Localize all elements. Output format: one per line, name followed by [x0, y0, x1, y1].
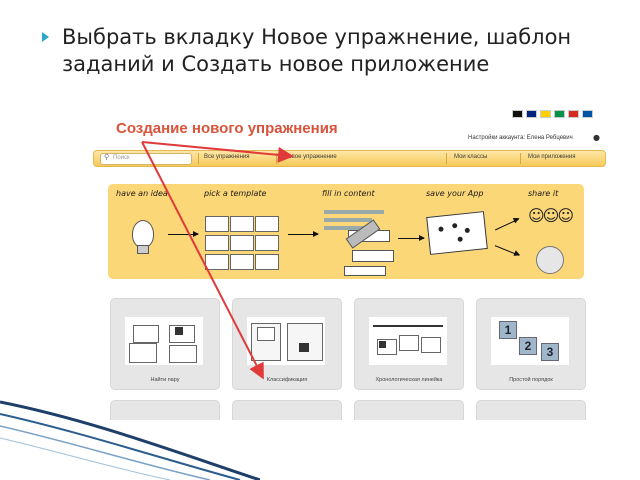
- language-flags[interactable]: [512, 110, 593, 118]
- flag-icon[interactable]: [568, 110, 579, 118]
- order-number: 2: [519, 337, 537, 355]
- bullet-text: Выбрать вкладку Новое упражнение, шаблон…: [62, 25, 572, 76]
- step-label: save your App: [426, 189, 484, 198]
- order-number: 3: [541, 343, 559, 361]
- navbar: ⚲ Поиск Все упражнения Новое упражнение …: [93, 150, 606, 167]
- arrow-icon: [494, 245, 520, 256]
- arrow-icon: [168, 231, 199, 237]
- nav-my-apps[interactable]: Мои приложения: [528, 154, 576, 160]
- template-tile-match-pairs[interactable]: Найти пару: [110, 298, 220, 390]
- search-placeholder: Поиск: [113, 155, 130, 161]
- template-thumbnail: 1 2 3: [491, 317, 569, 365]
- divider: [198, 153, 199, 164]
- bullet-arrow-icon: [42, 32, 49, 42]
- people-icon: ☺☺☺: [528, 206, 574, 225]
- nav-my-classes[interactable]: Мои классы: [454, 154, 488, 160]
- decorative-swoosh: [0, 400, 260, 480]
- content-box: [344, 266, 386, 276]
- step-label: have an idea: [116, 189, 168, 198]
- template-thumbnail: [247, 317, 325, 365]
- template-label: Классификация: [266, 377, 308, 383]
- template-thumbnail: [125, 317, 203, 365]
- flag-icon[interactable]: [526, 110, 537, 118]
- template-tile-classification[interactable]: Классификация: [232, 298, 342, 390]
- arrow-icon: [288, 231, 319, 237]
- account-link[interactable]: Настройки аккаунта: Елена Ребцевич: [468, 135, 573, 141]
- order-number: 1: [499, 321, 517, 339]
- divider: [520, 153, 521, 164]
- template-tile-simple-order[interactable]: 1 2 3 Простой порядок: [476, 298, 586, 390]
- flag-icon[interactable]: [554, 110, 565, 118]
- template-tile[interactable]: [476, 400, 586, 420]
- content-box: [352, 250, 394, 262]
- template-label: Простой порядок: [509, 377, 553, 383]
- divider: [276, 153, 277, 164]
- search-icon: ⚲: [104, 153, 110, 161]
- lightbulb-base: [137, 245, 149, 254]
- page-title: Создание нового упражнения: [116, 120, 338, 137]
- user-icon[interactable]: ●: [593, 133, 600, 142]
- template-label: Хронологическая линейка: [375, 377, 443, 383]
- globe-icon: [536, 246, 564, 274]
- template-thumbnail: [369, 317, 447, 365]
- search-input[interactable]: ⚲ Поиск: [100, 153, 192, 165]
- template-tile[interactable]: [110, 400, 220, 420]
- arrow-icon: [495, 218, 519, 231]
- nav-new-exercise[interactable]: Новое упражнение: [284, 154, 337, 160]
- map-illustration: [426, 211, 488, 255]
- flag-icon[interactable]: [582, 110, 593, 118]
- template-label: Найти пару: [150, 377, 180, 383]
- template-tile[interactable]: [232, 400, 342, 420]
- step-label: fill in content: [322, 189, 375, 198]
- step-label: pick a template: [204, 189, 267, 198]
- embedded-screenshot: Создание нового упражнения Настройки акк…: [88, 106, 608, 420]
- content-illustration: [324, 210, 384, 234]
- template-tile[interactable]: [354, 400, 464, 420]
- flag-icon[interactable]: [540, 110, 551, 118]
- divider: [446, 153, 447, 164]
- arrow-icon: [398, 235, 425, 241]
- workflow-banner: have an idea pick a template fill in con…: [108, 184, 584, 279]
- template-grid-illustration: [205, 216, 279, 270]
- step-label: share it: [528, 189, 559, 198]
- flag-icon[interactable]: [512, 110, 523, 118]
- template-tile-timeline[interactable]: Хронологическая линейка: [354, 298, 464, 390]
- nav-all-exercises[interactable]: Все упражнения: [204, 154, 250, 160]
- lightbulb-icon: [132, 220, 154, 248]
